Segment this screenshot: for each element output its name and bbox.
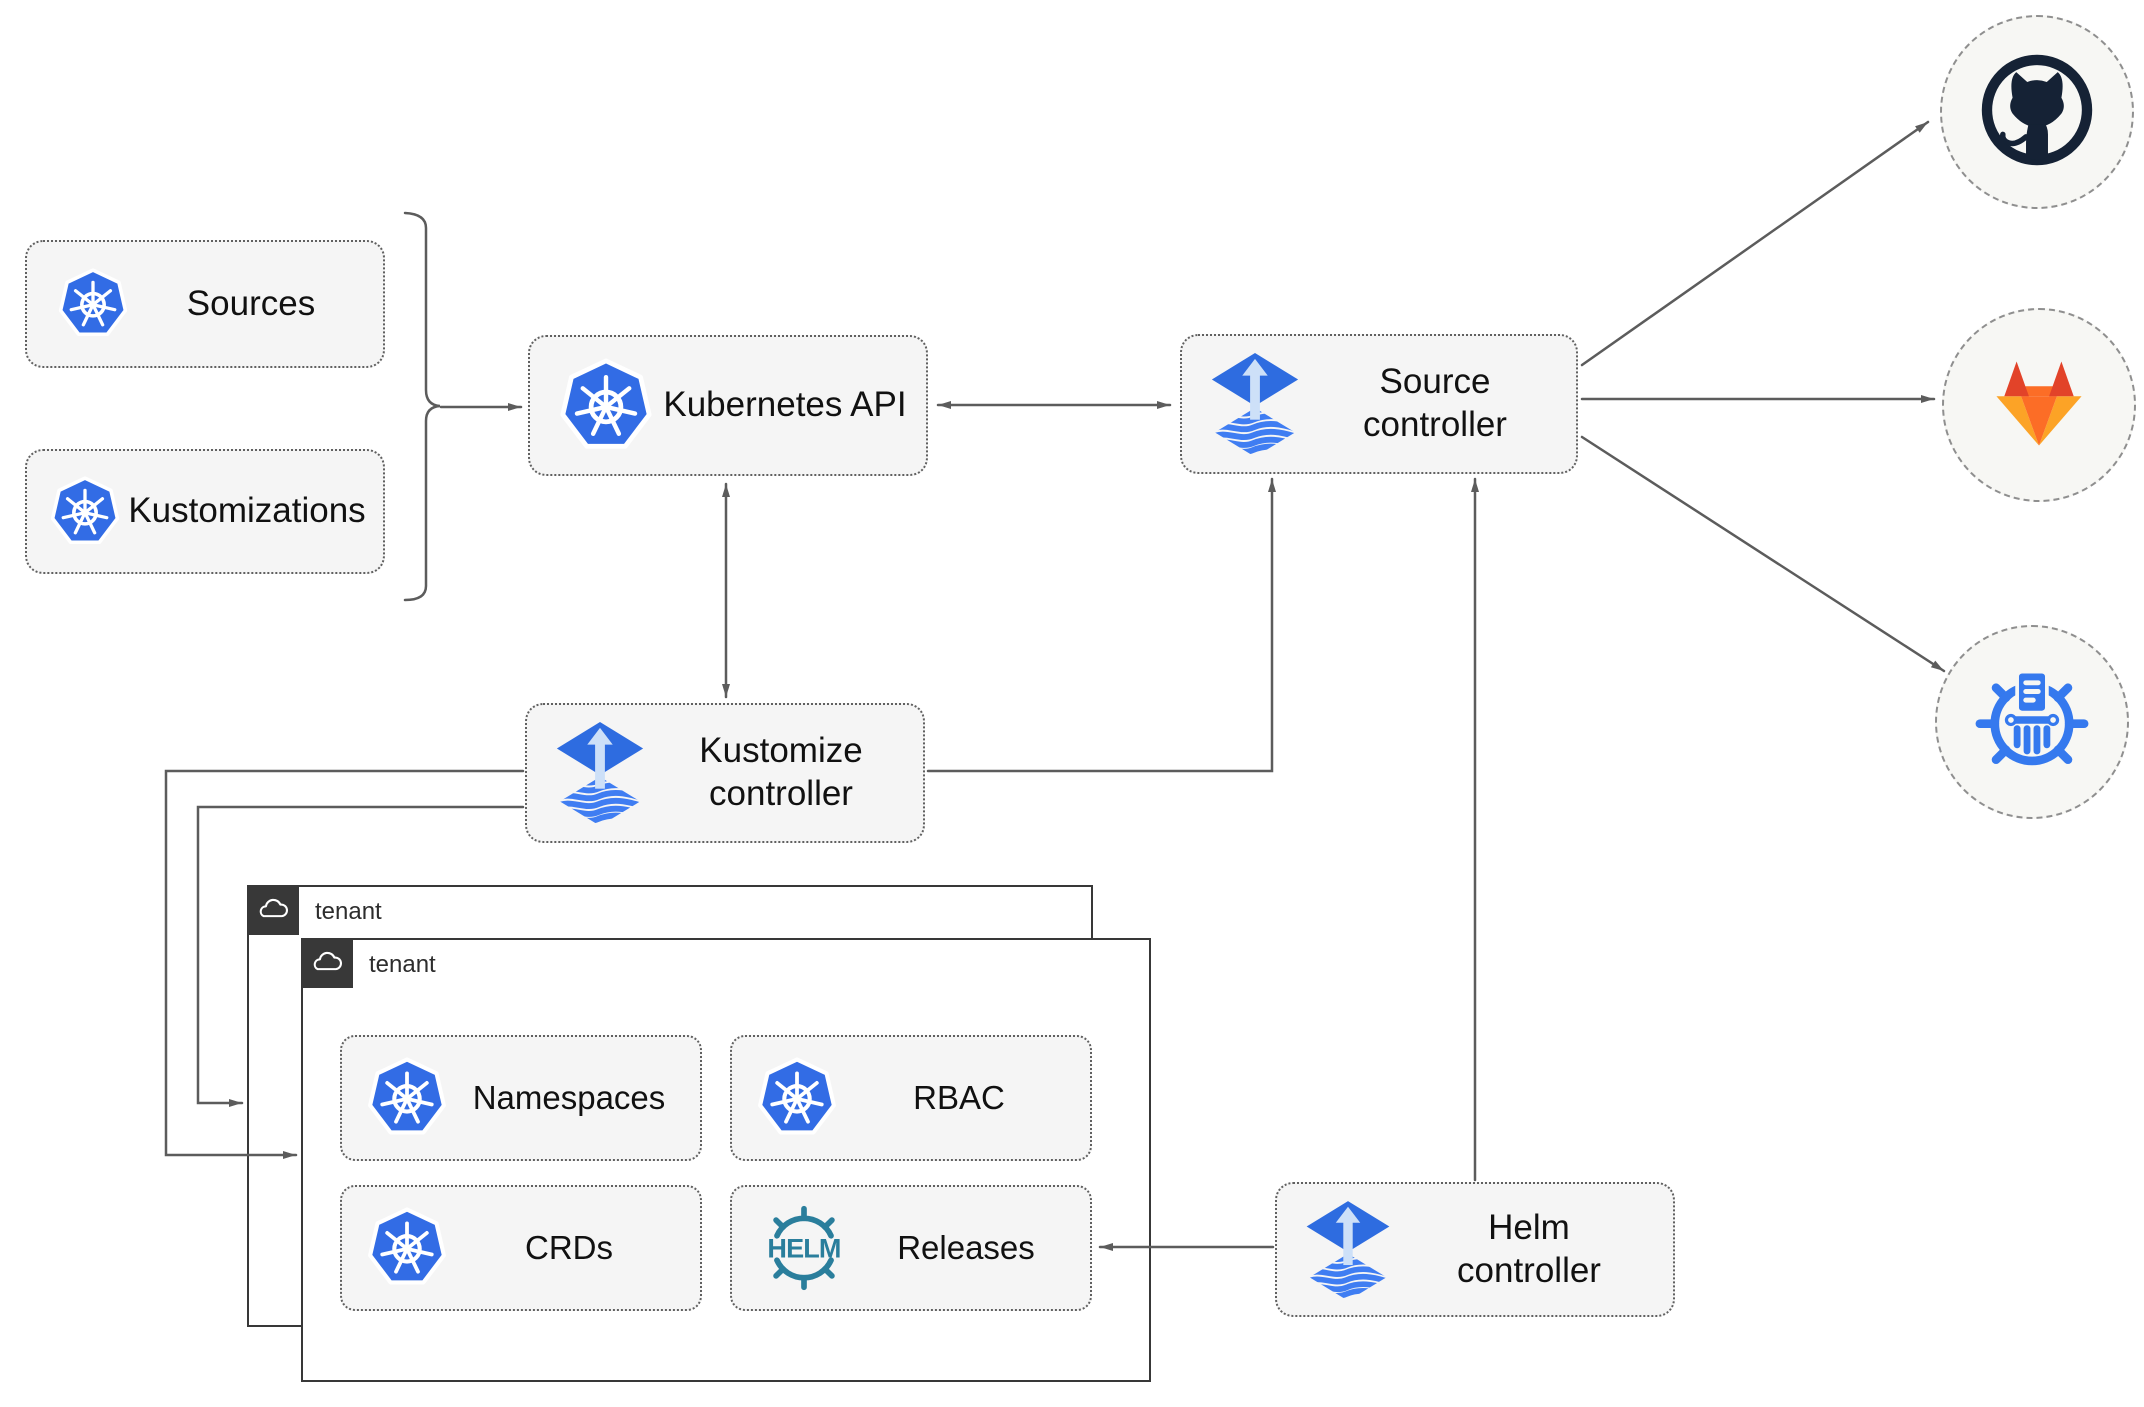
node-label: Releases [897, 1228, 1035, 1266]
kustomize-controller-node: Kustomize controller [525, 703, 925, 843]
harbor-registry-icon [1970, 658, 2094, 787]
github-icon [1976, 49, 2098, 176]
helm-controller-node: Helm controller [1275, 1182, 1675, 1317]
node-label: Kubernetes API [663, 385, 907, 425]
gitlab-endpoint [1942, 308, 2136, 502]
flux-icon [1206, 351, 1304, 457]
crds-node: CRDs [340, 1185, 702, 1311]
namespaces-node: Namespaces [340, 1035, 702, 1161]
node-label: CRDs [525, 1228, 613, 1266]
helm-icon: HELM [756, 1204, 852, 1292]
node-label: RBAC [913, 1078, 1005, 1116]
source-controller-node: Source controller [1180, 334, 1578, 474]
github-endpoint [1940, 15, 2134, 209]
tenant-label: tenant [369, 951, 436, 978]
helm-logo-text: HELM [767, 1234, 840, 1264]
node-label: Kustomizations [128, 491, 366, 531]
kubernetes-api-node: Kubernetes API [528, 335, 928, 476]
node-label: Namespaces [472, 1078, 666, 1116]
flux-icon [1301, 1199, 1395, 1301]
cloud-icon [300, 937, 353, 988]
kubernetes-icon [756, 1057, 838, 1139]
node-label: Helm controller [1457, 1207, 1601, 1290]
flux-icon [551, 720, 649, 826]
node-label: Source controller [1363, 362, 1507, 444]
tenant-label: tenant [315, 898, 382, 925]
registry-endpoint [1935, 625, 2129, 819]
releases-node: HELM Releases [730, 1185, 1092, 1311]
cloud-icon [246, 884, 299, 935]
node-label: Kustomize controller [699, 731, 863, 813]
bracket-sources-kustomizations [403, 211, 441, 602]
kubernetes-icon [558, 358, 654, 454]
gitlab-icon [1983, 347, 2095, 464]
edge-kustomize-to-source [926, 477, 1276, 773]
edge-source-to-registry [1580, 435, 1946, 673]
node-label: Sources [186, 283, 316, 323]
edge-source-to-github [1580, 120, 1930, 367]
kubernetes-icon [49, 475, 121, 548]
kubernetes-icon [366, 1057, 448, 1139]
kustomizations-node: Kustomizations [25, 449, 385, 574]
kubernetes-icon [57, 268, 129, 340]
sources-node: Sources [25, 240, 385, 368]
rbac-node: RBAC [730, 1035, 1092, 1161]
kubernetes-icon [366, 1207, 448, 1289]
